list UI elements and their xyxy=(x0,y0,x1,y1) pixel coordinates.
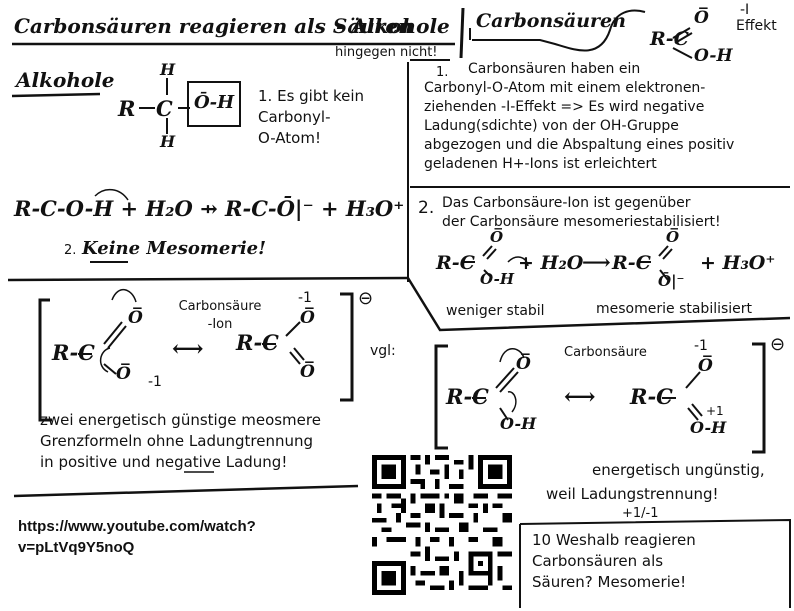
vgl-label: vgl: xyxy=(370,343,396,359)
ion-meso-arrow: ⟷ xyxy=(172,336,204,362)
video-title: 10 Weshalb reagieren Carbonsäuren als Sä… xyxy=(532,531,696,591)
ion-label: Carbonsäure -Ion xyxy=(178,299,262,332)
vgl-bracket-charge: ⊖ xyxy=(770,334,786,355)
cs2-plus-h3o: + H₃O⁺ xyxy=(700,252,776,274)
label-meso-stable: mesomerie stabilisiert xyxy=(596,301,753,317)
alk-reaction: R-C-O-H + H₂O ⇸ R-C-Ō|⁻ + H₃O⁺ xyxy=(14,196,405,221)
formula-oh: O-H xyxy=(694,46,733,66)
alk-note-number: 2. xyxy=(64,243,77,258)
cs2-plus-water: + H₂O xyxy=(518,252,584,274)
ion-right-charge: -1 xyxy=(298,290,312,306)
vgl-carbonsaeure-label: Carbonsäure xyxy=(564,345,647,360)
vgl-meso-arrow: ⟷ xyxy=(564,384,596,410)
alk-R: R xyxy=(118,96,136,121)
cs2-arrow: ⟶ xyxy=(582,250,611,274)
vgl-charge-minus: -1 xyxy=(694,338,708,354)
youtube-link[interactable]: https://www.youtube.com/watch? v=pLtVq9Y… xyxy=(18,518,256,556)
cs-point1: Carbonsäuren haben ein Carbonyl-O-Atom m… xyxy=(424,61,735,172)
vgl-right-rc: R-C xyxy=(630,384,673,409)
vgl-verdict-1: energetisch ungünstig, xyxy=(592,461,765,479)
qr-code[interactable] xyxy=(372,455,512,595)
cs2-r1: R-C xyxy=(436,252,475,274)
vgl-left-o-top: O̅ xyxy=(516,354,531,374)
cs-point2: Das Carbonsäure-Ion ist gegenüber der Ca… xyxy=(442,195,721,230)
cs2-o2: O̅ xyxy=(666,228,680,246)
formula-o-double: O̅ xyxy=(694,8,709,28)
title-alcohols: - Alkohole xyxy=(336,14,450,38)
effect-sign: -I xyxy=(740,2,750,18)
ion-left-o-top: O̅ xyxy=(128,308,143,328)
alk-OH-boxed: Ō-H xyxy=(194,92,235,113)
cs2-o1: O̅ xyxy=(490,228,504,246)
cs2-r2: R-C xyxy=(612,252,651,274)
alk-point1: 1. Es gibt kein Carbonyl- O-Atom! xyxy=(258,87,365,147)
cs-point1-number: 1. xyxy=(436,65,449,80)
ion-right-rc: R-C xyxy=(236,330,279,355)
ion-right-o-top: O̅ xyxy=(300,308,315,328)
ion-right-o-bottom: O̅ xyxy=(300,362,315,382)
label-less-stable: weniger stabil xyxy=(446,303,545,319)
vgl-right-o-top: O̅ xyxy=(698,356,713,376)
vgl-verdict-2: weil Ladungstrennung! xyxy=(546,485,719,503)
cs-point2-number: 2. xyxy=(418,198,435,218)
title-not: hingegen nicht! xyxy=(335,45,438,60)
formula-rc: R-C xyxy=(650,28,689,50)
effect-label: Effekt xyxy=(736,18,777,34)
alkohole-heading: Alkohole xyxy=(16,68,115,92)
ion-left-rc: R-C xyxy=(52,340,95,365)
alk-note: Keine Mesomerie! xyxy=(82,238,267,259)
vgl-verdict-3: +1/-1 xyxy=(622,506,659,521)
ion-left-charge: -1 xyxy=(148,374,162,390)
alk-H-top: H xyxy=(160,60,176,79)
cs2-ominus: Ō|⁻ xyxy=(658,272,685,290)
ion-bracket-charge: ⊖ xyxy=(358,288,374,309)
alk-C: C xyxy=(156,96,173,121)
cs2-oh1: O-H xyxy=(480,270,515,288)
title-carbonsaeuren: Carbonsäuren xyxy=(476,10,626,32)
alk-H-bottom: H xyxy=(160,132,176,151)
main-title: Carbonsäuren reagieren als Säuren xyxy=(14,14,413,38)
ion-caption: zwei energetisch günstige meosmere Grenz… xyxy=(40,411,321,471)
vgl-left-oh: O-H xyxy=(500,414,537,433)
vgl-left-rc: R-C xyxy=(446,384,489,409)
vgl-right-oh: O-H xyxy=(690,418,727,437)
ion-left-o-bottom: O̅ xyxy=(116,364,131,384)
vgl-charge-plus: +1 xyxy=(706,404,724,418)
